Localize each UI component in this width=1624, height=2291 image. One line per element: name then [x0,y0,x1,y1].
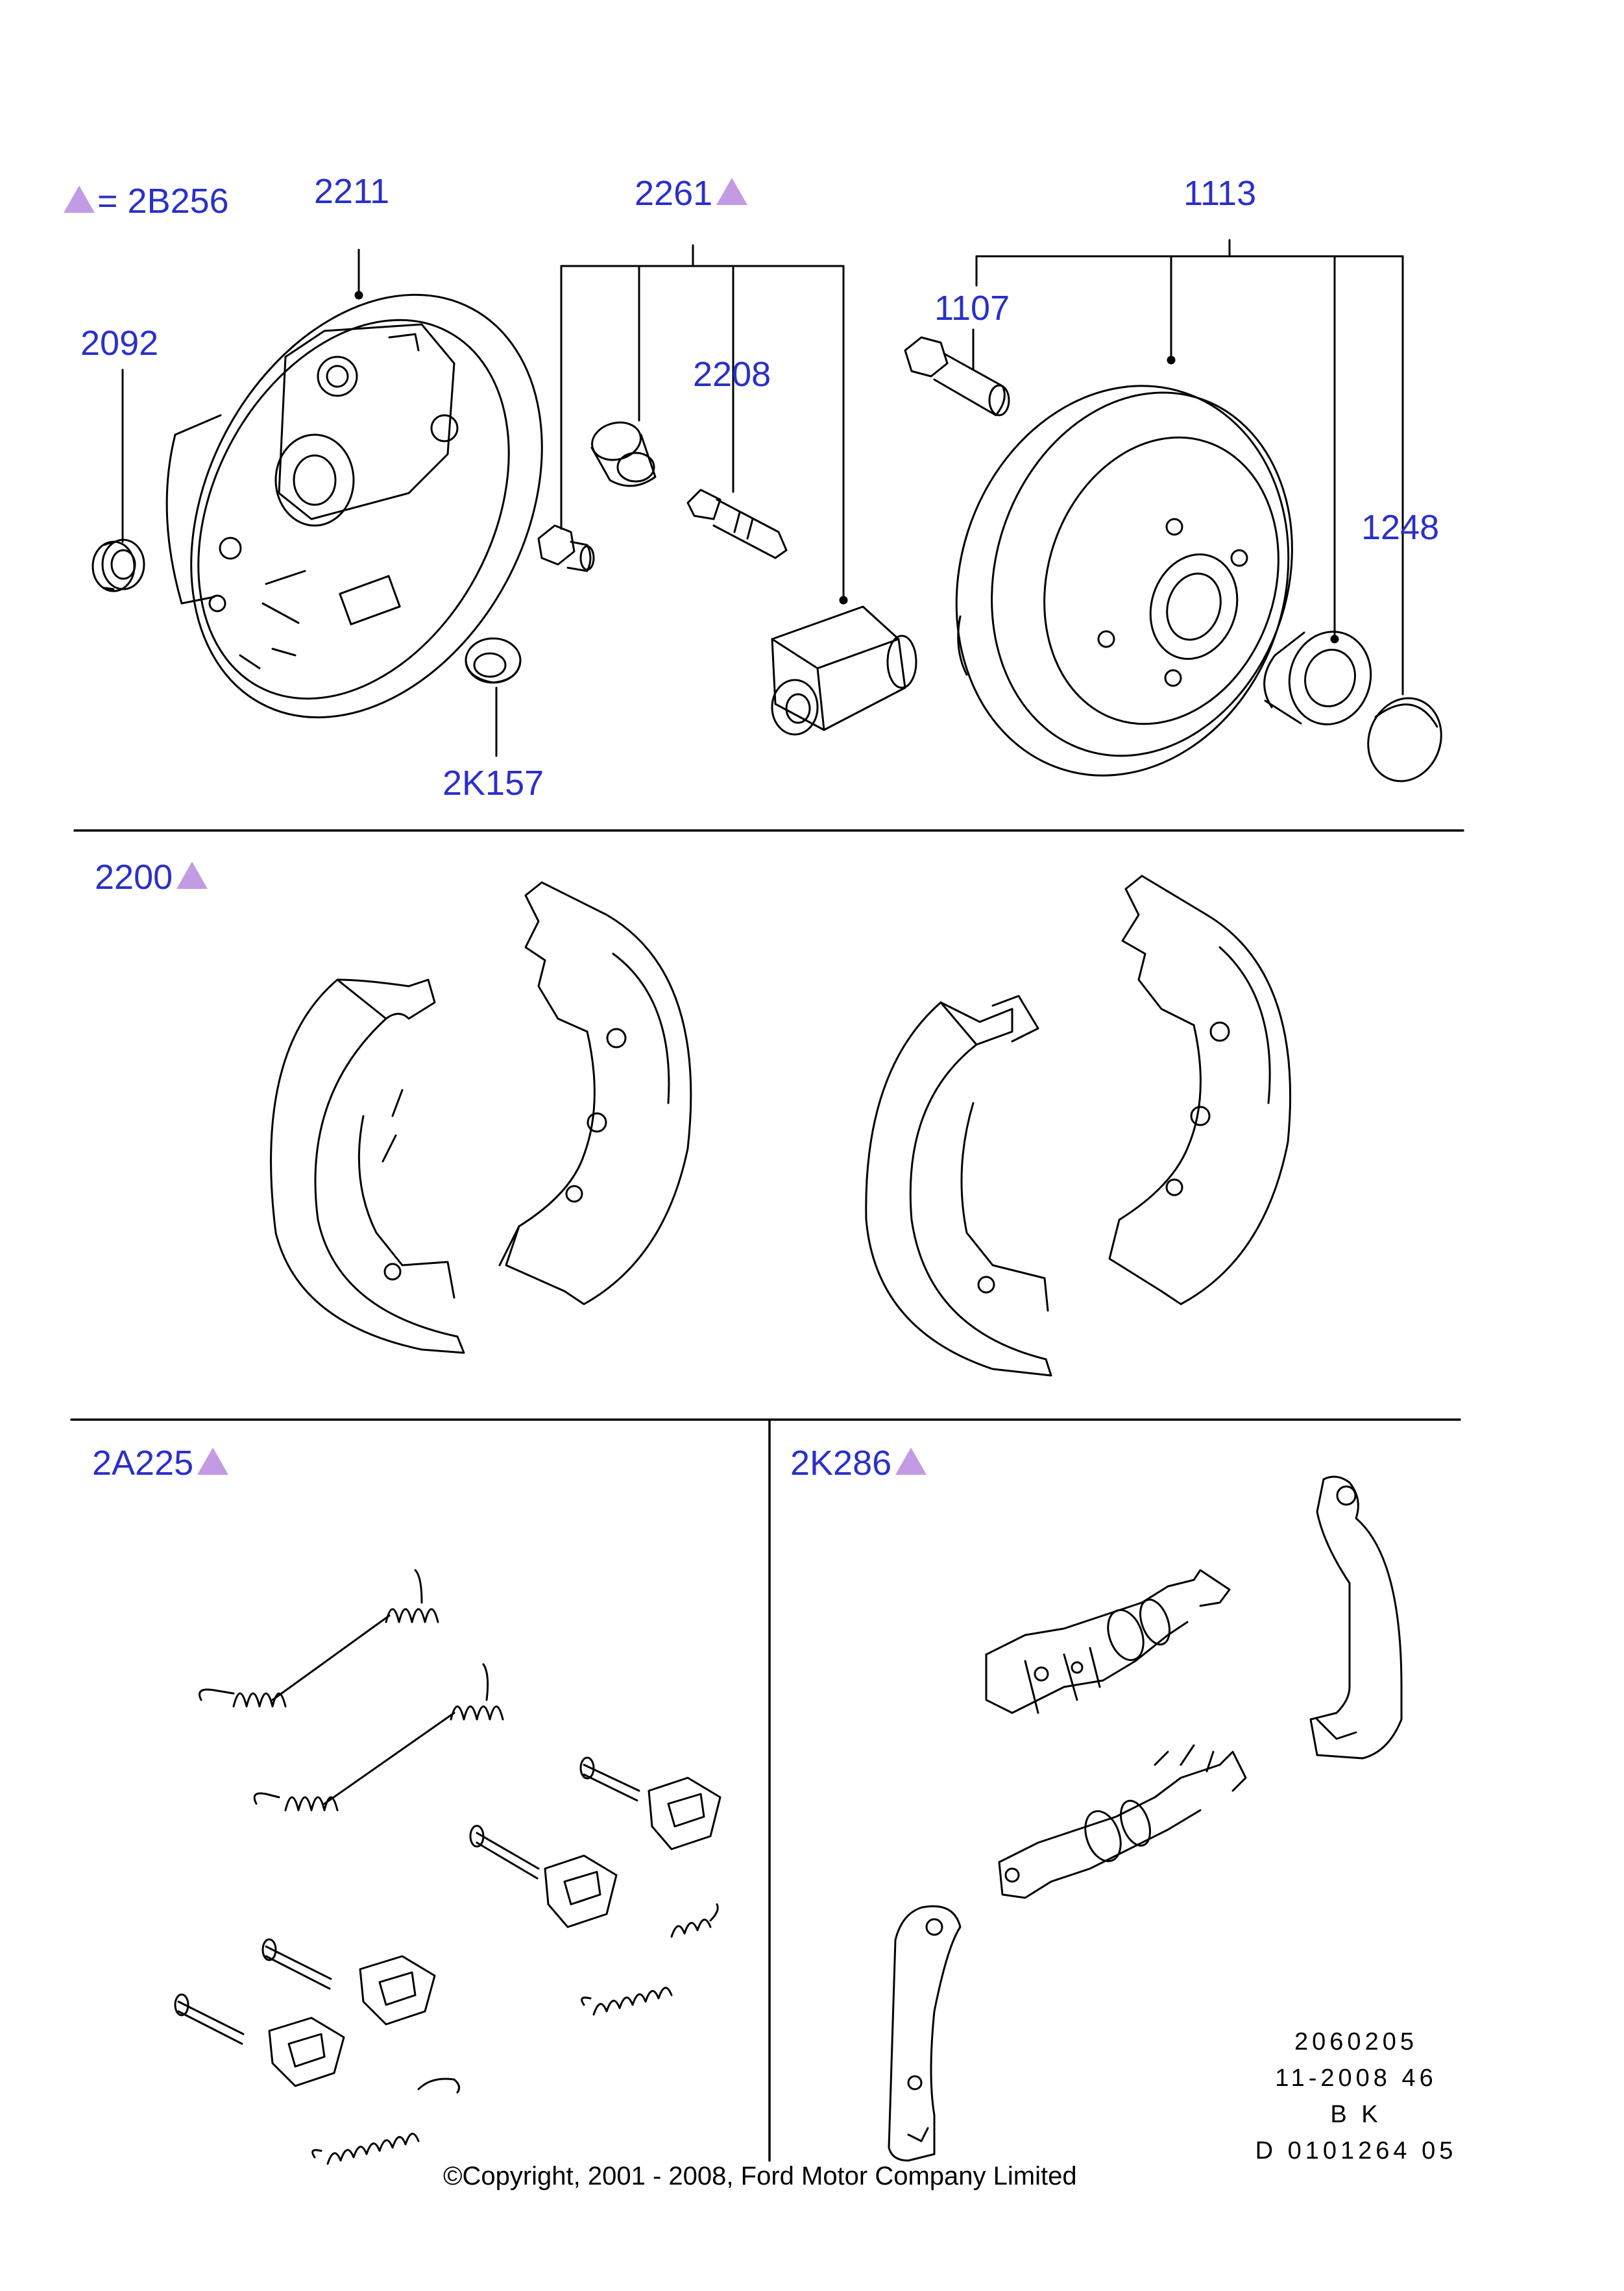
seal-2K157 [466,638,520,683]
backing-plate [121,234,612,778]
brake-drum [907,343,1338,819]
legend-2B256: = 2B256 [64,184,229,219]
wheel-cylinder [772,607,916,734]
callout-1107[interactable]: 1107 [934,289,1010,328]
callout-2261[interactable]: 2261 [635,176,748,211]
callout-2K157[interactable]: 2K157 [442,764,544,803]
adjuster-kit [889,1477,1401,2161]
callout-2208[interactable]: 2208 [693,355,771,394]
banjo-bolt [539,526,594,571]
bushing [588,417,655,486]
copyright-notice: ©Copyright, 2001 - 2008, Ford Motor Comp… [443,2162,1077,2190]
plug-2092 [93,540,144,591]
drawing-code: B K [1330,2101,1382,2128]
leader-lines [123,240,1403,756]
triangle-icon [176,862,208,889]
callout-1113[interactable]: 1113 [1183,174,1257,213]
callout-2K286[interactable]: 2K286 [790,1446,927,1481]
callout-2A225[interactable]: 2A225 [92,1446,229,1481]
section-dividers [71,830,1463,2161]
triangle-icon [716,178,748,205]
bleed-screw [688,490,786,558]
spring-kit [175,1570,720,2164]
triangle-icon [64,186,95,213]
drawing-info: 2060205 11-2008 46 B K D 0101264 05 [1252,2030,1460,2163]
wheel-bolt [905,337,1009,415]
brake-shoes [271,876,1291,1376]
triangle-icon [895,1448,927,1475]
callout-1248[interactable]: 1248 [1361,508,1440,547]
callout-2211[interactable]: 2211 [314,172,390,211]
triangle-icon [197,1448,229,1475]
wheel-bearing [1265,622,1381,733]
grease-cap [1357,688,1453,792]
drawing-number: 2060205 [1294,2028,1418,2055]
drawing-reference: D 0101264 05 [1255,2137,1457,2164]
callout-2200[interactable]: 2200 [95,860,208,895]
callout-2092[interactable]: 2092 [80,324,159,363]
drawing-date: 11-2008 46 [1275,2065,1437,2092]
